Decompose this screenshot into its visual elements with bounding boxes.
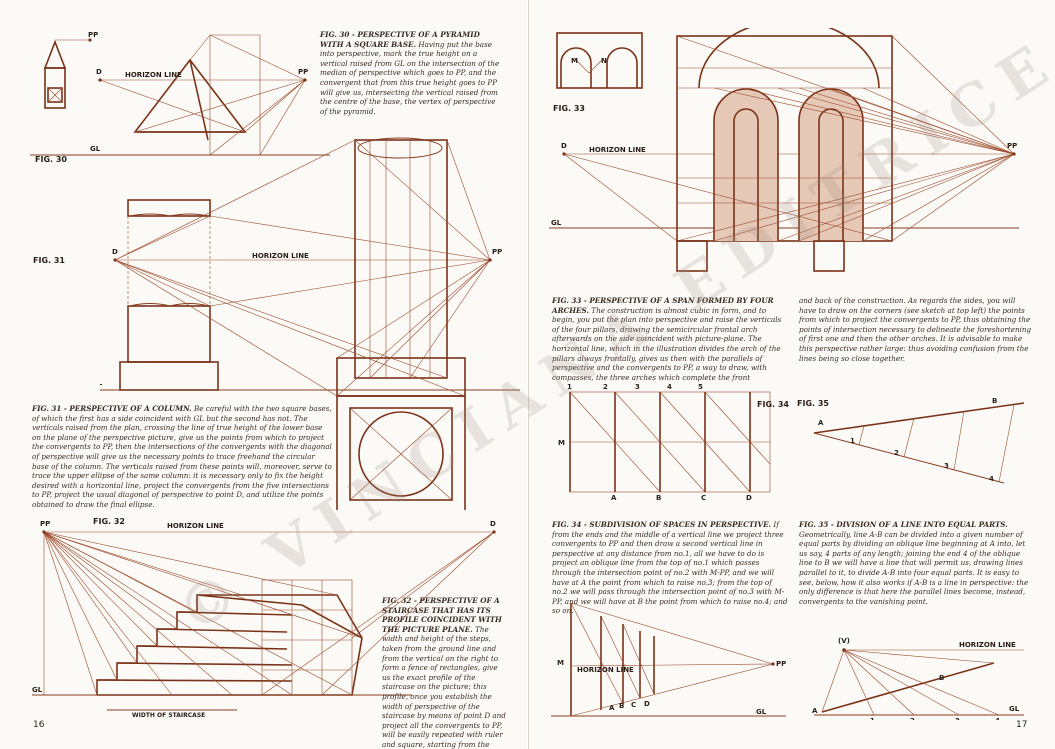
fig34b-c: C <box>631 701 636 709</box>
fig31-horizon-label: HORIZON LINE <box>252 252 309 260</box>
fig34-label: FIG. 34 <box>757 400 789 409</box>
fig34b-d: D <box>644 700 650 708</box>
fig33-body-col2: and back of the construction. As regards… <box>799 296 1032 363</box>
fig32-gl-label: GL <box>32 686 43 694</box>
fig33-title: FIG. 33 - PERSPECTIVE OF A SPAN FORMED B… <box>552 296 774 315</box>
fig32-horizon-label: HORIZON LINE <box>167 522 224 530</box>
fig33-caption-col1: FIG. 33 - PERSPECTIVE OF A SPAN FORMED B… <box>552 296 789 382</box>
fig35b-a-label: A <box>812 707 818 715</box>
fig35b-b-label: B <box>939 674 944 682</box>
fig35-num-4: 4 <box>989 475 994 483</box>
fig30-gl-label: GL <box>90 145 101 153</box>
fig34-bottom-c: C <box>701 494 706 502</box>
fig34-body: If from the ends and the middle of a ver… <box>552 520 788 616</box>
fig33-pp-label: PP <box>1007 142 1017 150</box>
fig35b-v-label: (V) <box>838 637 850 645</box>
fig32-body: The width and height of the steps, taken… <box>382 624 506 749</box>
fig35b-num-3: 3 <box>955 717 960 720</box>
fig31-gl-label: GL <box>100 379 103 387</box>
fig30-body: Having put the base into perspective, ma… <box>320 39 500 116</box>
fig33-d-label: D <box>561 142 567 150</box>
fig32-title: FIG. 32 - PERSPECTIVE OF A STAIRCASE THA… <box>382 596 502 634</box>
left-page: PP D HORIZON LINE PP GL FIG. 30 FIG. 30 … <box>0 0 527 749</box>
fig35b-num-4: 4 <box>995 717 1000 720</box>
fig34b-gl-label: GL <box>756 708 767 716</box>
fig35-line-division-drawing: A B 1 2 3 4 <box>813 397 1025 484</box>
page-number-right: 17 <box>1016 720 1028 730</box>
fig32-pp-label: PP <box>40 520 50 528</box>
fig33-caption-col2: and back of the construction. As regards… <box>799 296 1032 363</box>
fig30-title: FIG. 30 - PERSPECTIVE OF A PYRAMID WITH … <box>320 30 480 49</box>
fig34b-b: B <box>619 702 624 710</box>
fig34-bottom-b: B <box>656 494 661 502</box>
fig33-label: FIG. 33 <box>553 104 585 113</box>
fig33-gl-label: GL <box>551 219 562 227</box>
fig30-pp-small: PP <box>88 31 98 39</box>
fig34-m-label: M <box>558 439 565 447</box>
fig35b-num-2: 2 <box>910 717 915 720</box>
fig34-top-5: 5 <box>698 383 703 391</box>
fig30-horizon-label: HORIZON LINE <box>125 71 182 79</box>
fig35-body: Geometrically, line A-B can be divided i… <box>799 529 1029 606</box>
fig32-label: FIG. 32 <box>93 517 125 526</box>
fig34-top-3: 3 <box>635 383 640 391</box>
fig30-pyramid-drawing: PP D HORIZON LINE PP GL <box>30 31 330 156</box>
fig35-num-1: 1 <box>850 437 855 445</box>
fig34-top-1: 1 <box>567 383 572 391</box>
fig35-num-2: 2 <box>894 449 899 457</box>
fig35-b-label: B <box>992 397 997 405</box>
fig35-label: FIG. 35 <box>797 399 829 408</box>
fig31-column-drawing: D HORIZON LINE PP GL <box>100 137 520 510</box>
fig34-top-4: 4 <box>667 383 672 391</box>
fig30-pp-label: PP <box>298 68 308 76</box>
fig32-d-label: D <box>490 520 496 528</box>
fig34-bottom-d: D <box>746 494 752 502</box>
fig32-staircase-drawing: PP HORIZON LINE D GL WIDTH OF STAIRCASE <box>32 520 496 719</box>
fig35-num-3: 3 <box>944 462 949 470</box>
fig33-sketch-m: M <box>571 57 578 65</box>
fig35-perspective-drawing: (V) HORIZON LINE A B 1 2 3 4 GL <box>812 637 1024 720</box>
fig35-caption: FIG. 35 - DIVISION OF A LINE INTO EQUAL … <box>799 520 1032 606</box>
fig31-pp-label: PP <box>492 248 502 256</box>
fig34-perspective-drawing: PP HORIZON LINE M A B C D GL <box>551 602 786 717</box>
fig34-caption: FIG. 34 - SUBDIVISION OF SPACES IN PERSP… <box>552 520 789 616</box>
fig32-caption: FIG. 32 - PERSPECTIVE OF A STAIRCASE THA… <box>382 596 507 749</box>
fig32-width-label: WIDTH OF STAIRCASE <box>132 712 205 719</box>
fig31-title: FIG. 31 - PERSPECTIVE OF A COLUMN. <box>32 404 192 413</box>
fig30-label: FIG. 30 <box>35 155 67 164</box>
fig34b-horizon-label: HORIZON LINE <box>577 666 634 674</box>
fig34-top-2: 2 <box>603 383 608 391</box>
fig34b-pp-label: PP <box>776 660 786 668</box>
page-number-left: 16 <box>33 720 45 730</box>
fig35b-gl-label: GL <box>1009 705 1020 713</box>
fig34-subdivision-drawing: 1 2 3 4 5 M A B C D <box>558 383 771 502</box>
fig31-caption: FIG. 31 - PERSPECTIVE OF A COLUMN. Be ca… <box>32 404 332 510</box>
fig34-title: FIG. 34 - SUBDIVISION OF SPACES IN PERSP… <box>552 520 772 529</box>
fig35-a-label: A <box>818 419 824 427</box>
fig30-d-label: D <box>96 68 102 76</box>
fig35b-num-1: 1 <box>870 717 875 720</box>
fig35b-horizon-label: HORIZON LINE <box>959 641 1016 649</box>
fig33-horizon-label: HORIZON LINE <box>589 146 646 154</box>
fig34b-m-label: M <box>557 659 564 667</box>
fig35-title: FIG. 35 - DIVISION OF A LINE INTO EQUAL … <box>799 520 1008 529</box>
right-page: M N D HORIZON LINE <box>528 0 1055 749</box>
fig34b-a: A <box>609 704 615 712</box>
fig31-body: Be careful with the two square bases, of… <box>32 404 332 509</box>
fig30-caption: FIG. 30 - PERSPECTIVE OF A PYRAMID WITH … <box>320 30 500 116</box>
fig31-label: FIG. 31 <box>33 256 65 265</box>
fig31-d-label: D <box>112 248 118 256</box>
fig33-body-col1: The construction is almost cubic in form… <box>552 305 782 382</box>
fig33-sketch-n: N <box>601 57 607 65</box>
fig34-bottom-a: A <box>611 494 617 502</box>
fig33-arches-drawing: M N D HORIZON LINE <box>549 28 1019 272</box>
